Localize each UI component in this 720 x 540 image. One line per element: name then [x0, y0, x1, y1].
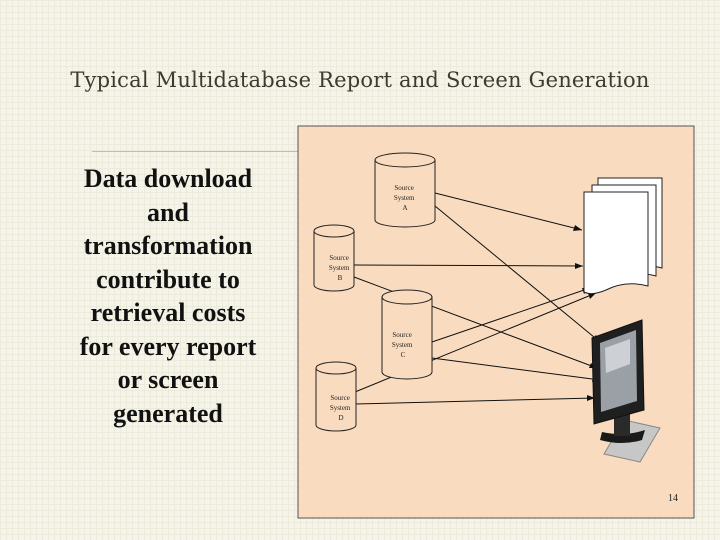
source-system-d: Source System D: [315, 361, 357, 432]
arrow-b-report: [353, 264, 584, 267]
source-system-a: Source System A: [374, 152, 436, 228]
body-line: contribute to: [96, 264, 240, 294]
body-line: or screen: [117, 365, 219, 394]
slide-title: Typical Multidatabase Report and Screen …: [70, 68, 650, 92]
body-line: transformation: [83, 231, 253, 260]
source-d-label: Source System D: [330, 394, 352, 422]
body-text: Data download and transformation contrib…: [60, 162, 276, 430]
arrow-c-monitor: [431, 357, 601, 381]
arrow-a-monitor: [434, 205, 601, 343]
title-rule: [92, 151, 302, 152]
arrow-d-monitor: [354, 397, 596, 405]
arrow-a-report: [434, 192, 583, 231]
report-stack-icon: [583, 177, 663, 295]
body-line: Data download: [83, 164, 253, 193]
body-line: and: [147, 197, 189, 227]
source-b-label: Source System B: [329, 254, 351, 282]
source-system-c: Source System C: [381, 289, 433, 380]
source-system-b: Source System B: [313, 224, 355, 292]
arrow-c-report: [431, 287, 591, 343]
source-c-label: Source System C: [392, 331, 414, 359]
source-a-label: Source System A: [394, 184, 416, 212]
page-number: 14: [668, 493, 678, 504]
monitor-icon: [591, 319, 661, 463]
body-line: retrieval costs: [90, 298, 246, 327]
body-line: for every report: [79, 331, 257, 361]
body-line: generated: [113, 398, 223, 428]
